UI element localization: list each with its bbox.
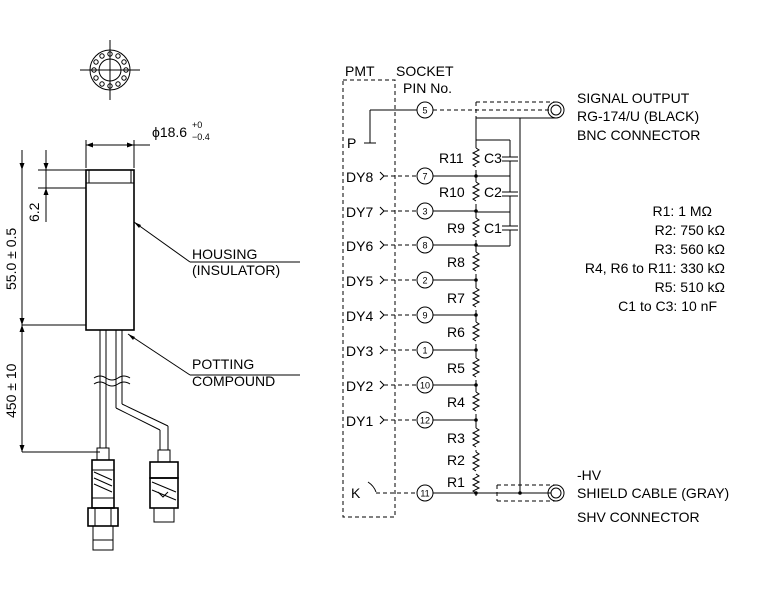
resistor-r1: [471, 473, 481, 494]
label-c3: C3: [484, 150, 502, 166]
resistor-labels: R11 R10 R9 R8 R7 R6 R5 R4 R3 R2 R1: [439, 150, 465, 490]
label-r9: R9: [447, 220, 465, 236]
dy5-label: DY5: [346, 273, 373, 289]
signal-output-label: SIGNAL OUTPUT: [577, 90, 690, 106]
bnc-connector: [149, 449, 179, 523]
cables: [93, 330, 169, 450]
potting-label: POTTING: [192, 356, 254, 372]
label-r4: R4: [447, 394, 465, 410]
housing-label: HOUSING: [192, 246, 257, 262]
potting-callout: POTTING COMPOUND: [127, 333, 300, 389]
resistor-r4: [471, 391, 481, 412]
housing-label-sub: (INSULATOR): [192, 262, 280, 278]
label-r7: R7: [447, 290, 465, 306]
pin-no-label: PIN No.: [403, 80, 452, 96]
label-c2: C2: [484, 184, 502, 200]
shv-connector: [87, 447, 119, 551]
label-r3: R3: [447, 430, 465, 446]
resistor-r2: [471, 451, 481, 472]
signal-cable-label: RG-174/U (BLACK): [577, 108, 699, 124]
resistor-r10: [471, 181, 481, 202]
socket-label: SOCKET: [396, 63, 454, 79]
capacitor-ladder: C3 C2 C1: [476, 139, 518, 247]
dy4-label: DY4: [346, 308, 373, 324]
resistor-chain: [471, 125, 481, 496]
spec-r5: R5: 510 kΩ: [655, 279, 725, 295]
hv-label: -HV: [577, 467, 602, 483]
svg-text:5: 5: [422, 106, 427, 116]
hv-connector-label: SHV CONNECTOR: [577, 509, 700, 525]
potting-label-sub: COMPOUND: [192, 373, 275, 389]
mechanical-drawing: ϕ18.6 +0 −0.4 6.2 55.0 ± 0.5: [3, 40, 300, 551]
svg-text:3: 3: [422, 207, 427, 217]
spec-r1: R1: 1 MΩ: [653, 203, 712, 219]
cathode: K 11: [351, 481, 565, 502]
label-r6: R6: [447, 324, 465, 340]
resistor-r3: [471, 427, 481, 448]
resistor-r6: [471, 321, 481, 342]
dim-cable-label: 450 ± 10: [3, 363, 19, 418]
dy7-label: DY7: [346, 204, 373, 220]
divider-circuit: PMT SOCKET PIN No. P 5 SIGNAL OUTPUT RG-…: [342, 63, 729, 525]
dy8-label: DY8: [346, 169, 373, 185]
label-r10: R10: [439, 184, 465, 200]
dim-top-label: 6.2: [26, 202, 42, 222]
hv-connector-symbol: [550, 487, 562, 499]
svg-text:10: 10: [420, 381, 430, 391]
vertical-dimensions: 6.2 55.0 ± 0.5 450 ± 10: [3, 150, 100, 453]
hv-cable-label: SHIELD CABLE (GRAY): [577, 485, 729, 501]
dynode-rows: DY8 7 DY7 3 DY6 8 DY5: [346, 167, 478, 429]
pmt-outline: [342, 79, 396, 518]
housing-body: [85, 169, 135, 331]
svg-text:12: 12: [420, 416, 430, 426]
anode-label: P: [347, 135, 356, 151]
label-r8: R8: [447, 254, 465, 270]
housing-callout: HOUSING (INSULATOR): [133, 221, 300, 278]
dy3-label: DY3: [346, 343, 373, 359]
resistor-r8: [471, 251, 481, 272]
spec-r2: R2: 750 kΩ: [655, 222, 725, 238]
spec-r3: R3: 560 kΩ: [655, 241, 725, 257]
svg-text:11: 11: [420, 489, 429, 499]
svg-text:9: 9: [422, 311, 427, 321]
signal-connector-symbol: [550, 104, 562, 116]
socket-end-view: [80, 40, 140, 100]
component-specs: R1: 1 MΩ R2: 750 kΩ R3: 560 kΩ R4, R6 to…: [585, 203, 725, 314]
label-r11: R11: [439, 150, 464, 166]
dy6-label: DY6: [346, 238, 373, 254]
anode: P 5: [347, 101, 565, 493]
svg-text:1: 1: [422, 346, 427, 356]
socket-pins: [91, 51, 129, 89]
svg-text:2: 2: [422, 276, 427, 286]
resistor-r7: [471, 287, 481, 308]
diameter-dimension: ϕ18.6 +0 −0.4: [85, 120, 210, 168]
svg-text:8: 8: [422, 241, 427, 251]
label-r2: R2: [447, 452, 465, 468]
signal-connector-label: BNC CONNECTOR: [577, 127, 700, 143]
label-r1: R1: [447, 474, 465, 490]
dim-body-label: 55.0 ± 0.5: [3, 228, 19, 290]
dy2-label: DY2: [346, 378, 373, 394]
svg-text:7: 7: [422, 172, 427, 182]
spec-r4-r6-r11: R4, R6 to R11: 330 kΩ: [585, 260, 725, 276]
diameter-label: ϕ18.6: [152, 124, 187, 140]
label-r5: R5: [447, 360, 465, 376]
resistor-r11: [471, 147, 481, 168]
diameter-tol-lower: −0.4: [192, 132, 210, 142]
diameter-tol-upper: +0: [192, 120, 202, 130]
pmt-label: PMT: [345, 63, 375, 79]
resistor-r5: [471, 357, 481, 378]
dy1-label: DY1: [346, 413, 373, 429]
resistor-r9: [471, 217, 481, 238]
spec-c1-c3: C1 to C3: 10 nF: [618, 298, 717, 314]
label-c1: C1: [484, 220, 502, 236]
cathode-label: K: [351, 485, 361, 501]
